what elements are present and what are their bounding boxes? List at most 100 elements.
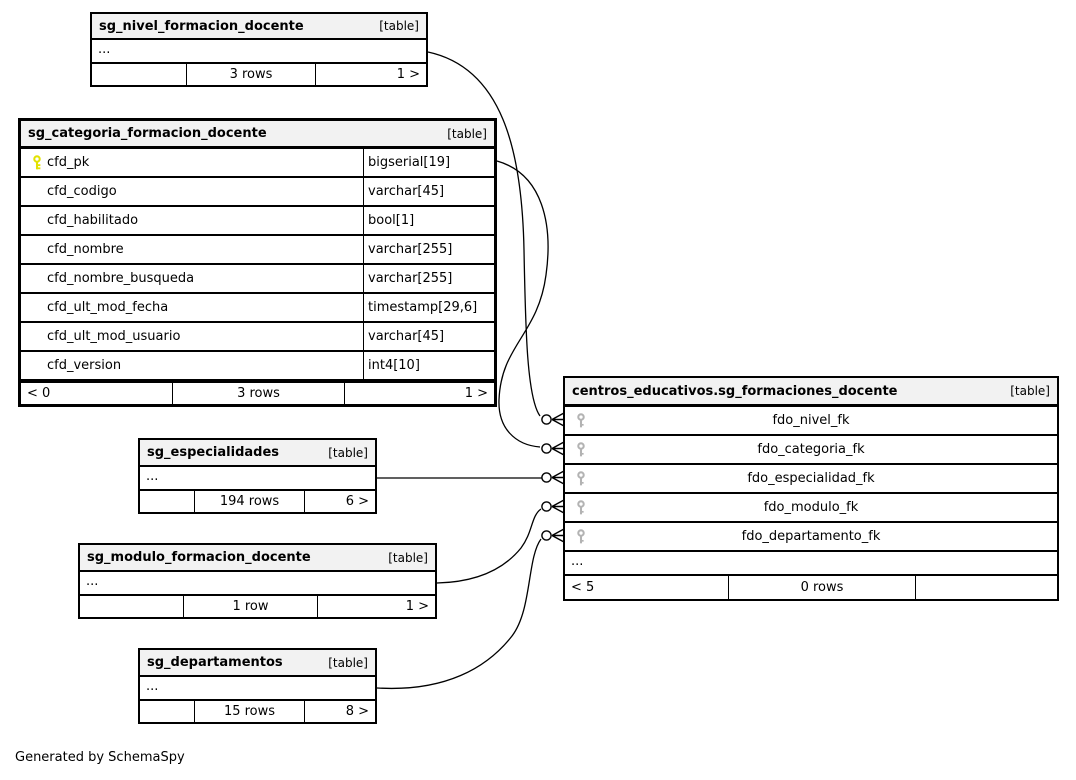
footer-parents: < 5: [571, 580, 595, 595]
column-row-cfd-pk: cfd_pk bigserial[19]: [21, 149, 494, 178]
footer-parents: < 0: [27, 386, 51, 401]
foreign-key-icon: [571, 523, 591, 550]
collapsed-columns-row: ...: [140, 677, 375, 701]
table-header[interactable]: sg_modulo_formacion_docente [table]: [80, 545, 435, 572]
column-type: varchar[45]: [363, 323, 494, 350]
table-footer: < 5 0 rows: [565, 576, 1057, 599]
column-row-cfd-version: cfd_version int4[10]: [21, 352, 494, 381]
table-centros-educativos-sg-formaciones-docente[interactable]: centros_educativos.sg_formaciones_docent…: [563, 376, 1059, 601]
table-name[interactable]: sg_nivel_formacion_docente: [99, 18, 304, 34]
table-sg-departamentos[interactable]: sg_departamentos [table] ... 15 rows 8 >: [138, 648, 377, 724]
column-name: fdo_modulo_fk: [763, 500, 859, 515]
column-type: int4[10]: [363, 352, 494, 379]
generated-by-note: Generated by SchemaSpy: [15, 750, 185, 765]
footer-rowcount: 0 rows: [728, 576, 915, 599]
column-type: varchar[45]: [363, 178, 494, 205]
column-type: varchar[255]: [363, 265, 494, 292]
footer-parents: [140, 491, 194, 512]
collapsed-columns-row: ...: [140, 467, 375, 491]
column-row-cfd-nombre: cfd_nombre varchar[255]: [21, 236, 494, 265]
table-name[interactable]: sg_especialidades: [147, 445, 280, 460]
column-name: fdo_especialidad_fk: [747, 471, 875, 486]
terminator-fdo-departamento-fk: [541, 528, 565, 543]
column-name: cfd_pk: [47, 155, 90, 170]
foreign-key-icon: [571, 436, 591, 463]
column-name: fdo_departamento_fk: [741, 529, 881, 544]
column-name: cfd_nombre: [47, 242, 124, 257]
column-type: varchar[255]: [363, 236, 494, 263]
table-footer: 15 rows 8 >: [140, 701, 375, 722]
column-row-fdo-departamento-fk: fdo_departamento_fk: [565, 523, 1057, 552]
terminator-fdo-especialidad-fk: [541, 470, 565, 485]
terminator-fdo-nivel-fk: [541, 412, 565, 427]
table-header[interactable]: sg_nivel_formacion_docente [table]: [92, 14, 426, 40]
footer-rowcount: 3 rows: [172, 383, 344, 404]
terminator-fdo-categoria-fk: [541, 441, 565, 456]
column-row-fdo-modulo-fk: fdo_modulo_fk: [565, 494, 1057, 523]
column-row-cfd-ult-mod-fecha: cfd_ult_mod_fecha timestamp[29,6]: [21, 294, 494, 323]
table-tag: [table]: [328, 445, 368, 460]
footer-children: 8 >: [304, 701, 375, 722]
footer-parents: [140, 701, 194, 722]
footer-rowcount: 1 row: [183, 596, 317, 617]
footer-children: 6 >: [304, 491, 375, 512]
primary-key-icon: [27, 155, 47, 170]
table-name[interactable]: sg_categoria_formacion_docente: [28, 126, 267, 141]
table-sg-especialidades[interactable]: sg_especialidades [table] ... 194 rows 6…: [138, 438, 377, 514]
column-row-fdo-especialidad-fk: fdo_especialidad_fk: [565, 465, 1057, 494]
collapsed-columns-row: ...: [80, 572, 435, 596]
table-header[interactable]: sg_departamentos [table]: [140, 650, 375, 677]
column-row-cfd-codigo: cfd_codigo varchar[45]: [21, 178, 494, 207]
foreign-key-icon: [571, 407, 591, 434]
table-footer: 194 rows 6 >: [140, 491, 375, 512]
table-name[interactable]: sg_modulo_formacion_docente: [87, 550, 311, 565]
table-name[interactable]: sg_departamentos: [147, 655, 283, 670]
table-footer: 3 rows 1 >: [92, 64, 426, 85]
edge-nivel-to-fdo-nivel-fk: [427, 51, 541, 417]
table-tag: [table]: [388, 550, 428, 565]
collapsed-columns-row: ...: [565, 552, 1057, 576]
table-sg-categoria-formacion-docente[interactable]: sg_categoria_formacion_docente [table] c…: [18, 118, 497, 407]
column-row-cfd-nombre-busqueda: cfd_nombre_busqueda varchar[255]: [21, 265, 494, 294]
footer-children: 1 >: [344, 383, 494, 404]
foreign-key-icon: [571, 494, 591, 521]
collapsed-columns-row: ...: [92, 40, 426, 64]
column-name: cfd_ult_mod_fecha: [47, 300, 169, 315]
column-name: cfd_habilitado: [47, 213, 139, 228]
table-tag: [table]: [379, 19, 419, 33]
footer-parents: [92, 64, 186, 85]
column-type: timestamp[29,6]: [363, 294, 494, 321]
column-row-fdo-categoria-fk: fdo_categoria_fk: [565, 436, 1057, 465]
table-header[interactable]: centros_educativos.sg_formaciones_docent…: [565, 378, 1057, 407]
footer-children: [915, 576, 1057, 599]
edge-modulo-to-fdo-modulo-fk: [436, 508, 542, 584]
footer-children: 1 >: [317, 596, 435, 617]
table-footer: 1 row 1 >: [80, 596, 435, 617]
edge-departamentos-to-fdo-departamento-fk: [376, 538, 542, 690]
column-type: bigserial[19]: [363, 149, 494, 176]
table-tag: [table]: [1010, 384, 1050, 398]
table-sg-nivel-formacion-docente[interactable]: sg_nivel_formacion_docente [table] ... 3…: [90, 12, 428, 87]
footer-rowcount: 3 rows: [186, 64, 315, 85]
column-type: bool[1]: [363, 207, 494, 234]
column-row-cfd-habilitado: cfd_habilitado bool[1]: [21, 207, 494, 236]
table-tag: [table]: [328, 655, 368, 670]
footer-rowcount: 194 rows: [194, 491, 304, 512]
edge-terminators: [541, 412, 565, 543]
edge-categoria-pk-to-fdo-categoria-fk: [496, 160, 549, 448]
column-name: fdo_categoria_fk: [757, 442, 865, 457]
column-name: cfd_version: [47, 358, 122, 373]
column-row-fdo-nivel-fk: fdo_nivel_fk: [565, 407, 1057, 436]
table-tag: [table]: [447, 126, 487, 141]
footer-children: 1 >: [315, 64, 426, 85]
table-header[interactable]: sg_categoria_formacion_docente [table]: [21, 121, 494, 149]
footer-parents: [80, 596, 183, 617]
column-name: cfd_nombre_busqueda: [47, 271, 195, 286]
column-name: fdo_nivel_fk: [772, 413, 850, 428]
terminator-fdo-modulo-fk: [541, 499, 565, 514]
table-name[interactable]: centros_educativos.sg_formaciones_docent…: [572, 383, 898, 399]
table-header[interactable]: sg_especialidades [table]: [140, 440, 375, 467]
table-sg-modulo-formacion-docente[interactable]: sg_modulo_formacion_docente [table] ... …: [78, 543, 437, 619]
